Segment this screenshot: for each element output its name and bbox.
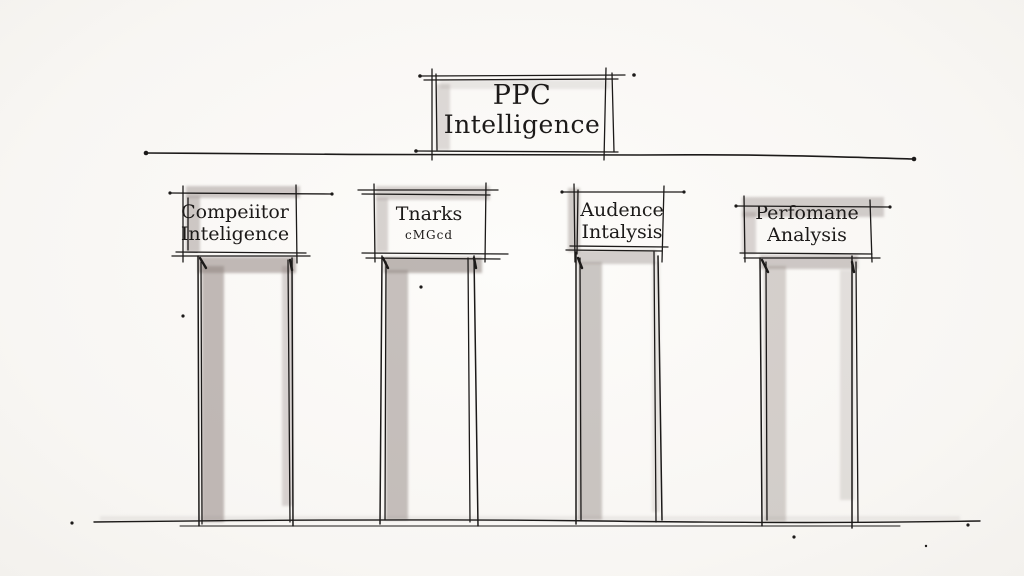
pillar-3-shaft-wash: [578, 262, 602, 520]
pillar-1-line-2: Inteligence: [180, 222, 290, 245]
pillar-4-line-1: Perfomane: [755, 202, 859, 224]
pillar-4-line-2: Analysis: [767, 223, 847, 246]
ground-line: [93, 519, 981, 524]
title-wash: [436, 84, 450, 150]
pillar-2-cap-wash: [376, 186, 490, 200]
pillar-4-outline: [734, 195, 892, 529]
pillar-2-outline: [357, 182, 509, 527]
pillar-2-line-2: cMGcd: [405, 227, 453, 242]
pillar-label-audience-analysis: Audence Intalysis: [566, 199, 678, 244]
ground-wash: [100, 516, 960, 521]
watercolor-washes: [100, 80, 960, 522]
pillar-2-line-1: Tnarks: [395, 203, 463, 225]
title-label: PPC Intelligence: [432, 80, 612, 140]
pillar-1-outline: [168, 184, 334, 527]
pillar-3-line-2: Intalysis: [581, 220, 663, 243]
pillar-1-cap-wash: [186, 186, 300, 198]
title-line-2: Intelligence: [443, 110, 601, 140]
pillar-1-shaft-wash: [202, 266, 224, 522]
pillar-label-performance-analysis: Perfomane Analysis: [738, 202, 876, 247]
top-beam: [145, 152, 915, 160]
pillar-1-line-1: Compeiitor: [181, 201, 289, 223]
pillar-3-line-1: Audence: [580, 199, 664, 221]
title-box: [414, 67, 636, 161]
title-line-1: PPC: [492, 80, 552, 111]
pillar-2-shaft-wash: [386, 270, 408, 520]
pillar-label-tracks: Tnarks cMGcd: [374, 203, 484, 243]
pillar-label-competitor-intelligence: Compeiitor Inteligence: [176, 201, 294, 246]
pillar-3-outline: [560, 183, 686, 525]
pillar-4-shaft-wash: [764, 266, 786, 522]
